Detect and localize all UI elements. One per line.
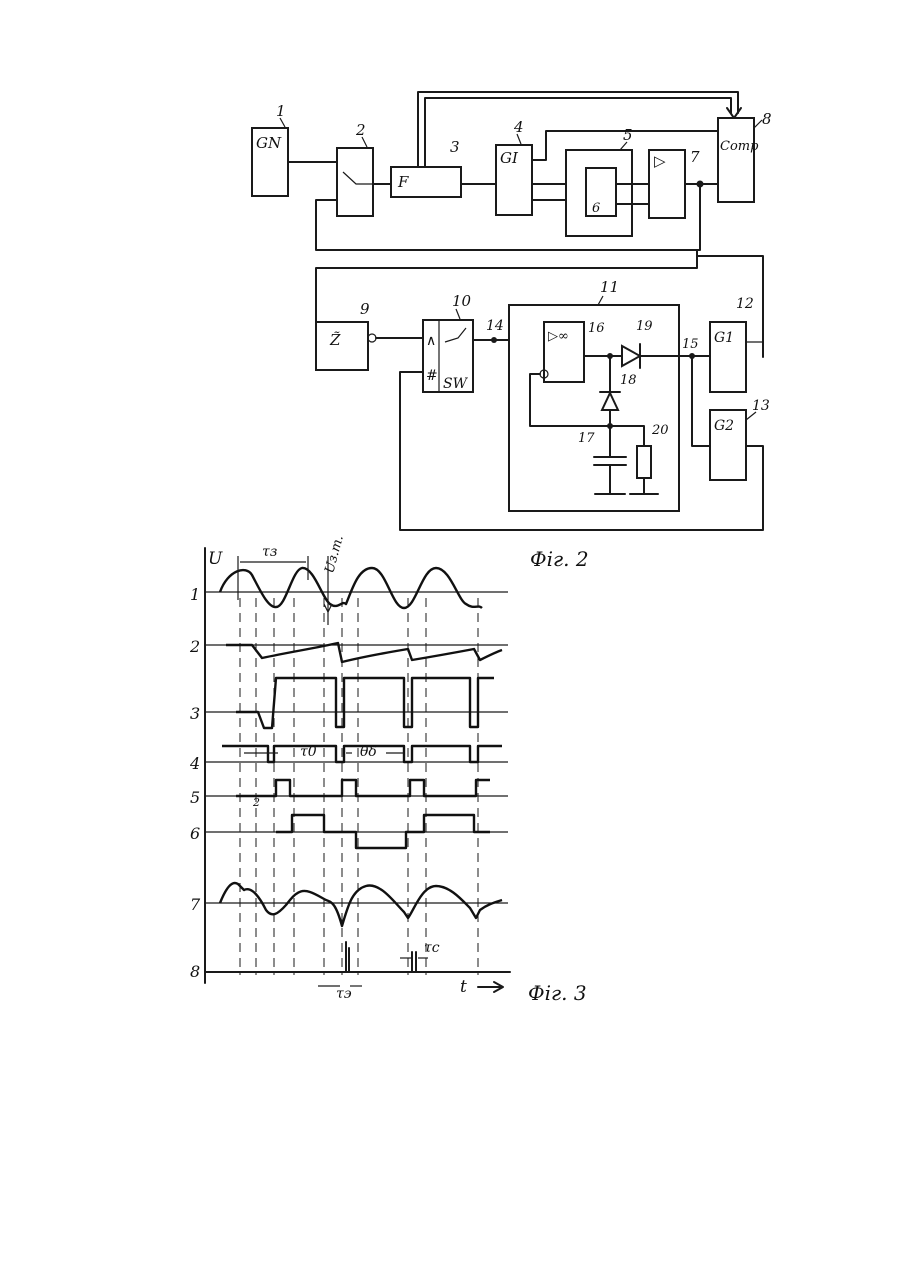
block-3-number: 3: [450, 138, 460, 156]
block-2-switch: [337, 148, 373, 216]
waveform-3-pulses: [236, 678, 494, 728]
node-19-label: 19: [636, 319, 653, 334]
block-1-number: 1: [276, 102, 286, 120]
node-16-label: 16: [588, 321, 605, 336]
label-tau-c: τc: [424, 940, 440, 956]
channel-label-4: 4: [189, 754, 200, 773]
fig3-timing-diagram: U t Фіг. 3 1 2 3 4 5 6 7 8: [189, 534, 587, 1005]
sw-input-hash: #: [426, 368, 438, 384]
channel-label-1: 1: [190, 585, 200, 604]
block-9-impedance: [316, 322, 368, 370]
block-8-number: 8: [762, 110, 772, 128]
block-9-label: Z̃: [329, 331, 341, 349]
block-9-number: 9: [360, 300, 370, 318]
block-13-number: 13: [752, 398, 770, 414]
channel-label-6: 6: [190, 824, 200, 843]
axis-t-label: t: [460, 977, 467, 997]
waveform-1-sine: [220, 568, 482, 608]
block-12-number: 12: [736, 296, 754, 312]
block-4-label: GI: [500, 149, 519, 167]
block-2-number: 2: [355, 121, 366, 139]
block-10-number: 10: [452, 292, 472, 310]
label-theta: θδ: [360, 744, 377, 760]
label-u-zm: Uз.т.: [322, 534, 346, 575]
fig3-caption: Фіг. 3: [528, 981, 587, 1005]
waveform-7-sine-noisy: [220, 883, 502, 926]
channel-label-5: 5: [190, 788, 200, 807]
block-7-label: ▷: [654, 152, 666, 170]
block-12-label: G1: [714, 330, 734, 346]
block-5-number: 5: [623, 126, 633, 144]
node-20-label: 20: [651, 423, 669, 438]
channel-label-8: 8: [190, 962, 200, 981]
fig2-block-diagram: GN 1 2 F 3 GI 4 5 6: [252, 92, 772, 571]
block-10-label: SW: [443, 376, 469, 392]
label-tau-e: τэ: [336, 986, 352, 1002]
block-6-number: 6: [592, 201, 600, 216]
node-15-label: 15: [682, 337, 699, 352]
block-8-comparator: [718, 118, 754, 202]
axis-u-label: U: [208, 549, 223, 569]
channel-label-7: 7: [190, 895, 201, 914]
block-1-label: GN: [256, 134, 282, 152]
fig2-caption: Фіг. 2: [530, 547, 589, 571]
node-17-label: 17: [578, 431, 595, 446]
opamp-16-symbol: ▷∞: [548, 329, 569, 344]
block-6-inner: [586, 168, 616, 216]
channel-label-3: 3: [190, 704, 200, 723]
block-8-label: Comp: [720, 139, 759, 154]
label-tau-0: τ0: [300, 744, 317, 760]
channel-label-2: 2: [189, 637, 200, 656]
block-11-number: 11: [600, 278, 619, 296]
block-7-number: 7: [690, 148, 700, 166]
label-small-2: 2: [252, 796, 260, 809]
sw-input-and: ∧: [426, 333, 436, 349]
node-18-label: 18: [620, 373, 637, 388]
node-14-label: 14: [486, 318, 504, 334]
block-4-number: 4: [513, 118, 524, 136]
block-3-label: F: [397, 173, 409, 191]
label-tau-z: τз: [262, 544, 277, 560]
waveform-2-sawtooth: [226, 643, 502, 662]
block-13-label: G2: [714, 418, 734, 434]
